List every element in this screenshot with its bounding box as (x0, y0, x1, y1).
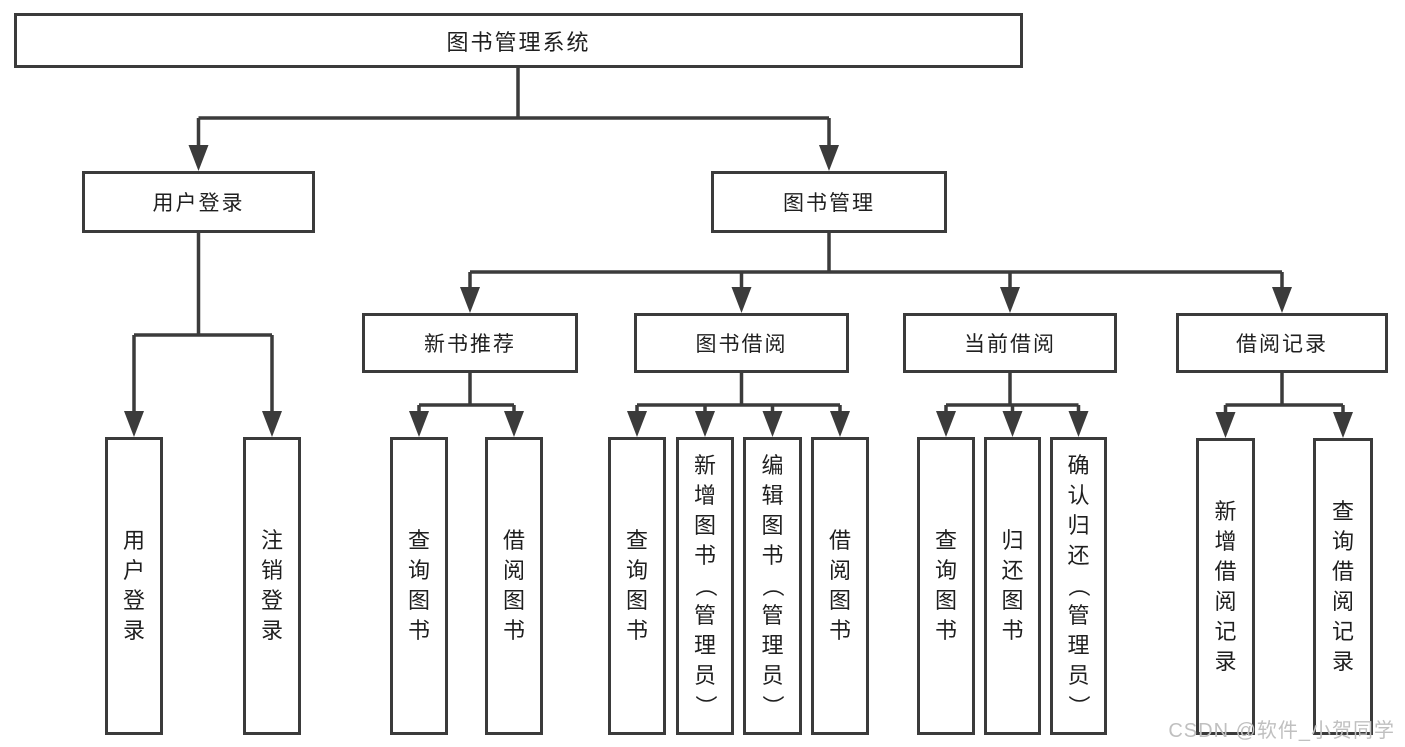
leaf-return-books: 归还图书 (984, 437, 1041, 735)
node-label: 借阅图书 (828, 528, 851, 643)
leaf-query-books-current: 查询图书 (917, 437, 975, 735)
node-current-borrowing: 当前借阅 (903, 313, 1117, 373)
leaf-query-borrow-record: 查询借阅记录 (1313, 438, 1373, 735)
leaf-logout: 注销登录 (243, 437, 301, 735)
node-label: 归还图书 (1001, 528, 1024, 643)
node-label: 图书管理 (783, 192, 875, 215)
node-book-borrowing: 图书借阅 (634, 313, 849, 373)
node-borrowing-records: 借阅记录 (1176, 313, 1388, 373)
node-library-management-system: 图书管理系统 (14, 13, 1023, 68)
node-label: 新书推荐 (424, 333, 516, 356)
node-new-book-recommendation: 新书推荐 (362, 313, 578, 373)
node-label: 查询图书 (625, 528, 648, 643)
node-label: 新增图书（管理员） (692, 453, 718, 718)
node-label: 图书借阅 (695, 333, 788, 356)
node-user-login: 用户登录 (82, 171, 315, 233)
leaf-user-login: 用户登录 (105, 437, 163, 735)
node-label: 编辑图书（管理员） (760, 453, 786, 718)
leaf-add-borrow-record: 新增借阅记录 (1196, 438, 1255, 735)
node-label: 借阅图书 (502, 528, 525, 643)
leaf-add-book-admin: 新增图书（管理员） (676, 437, 734, 735)
leaf-confirm-return-admin: 确认归还（管理员） (1050, 437, 1107, 735)
csdn-watermark: CSDN @软件_小贺同学 (1168, 720, 1395, 742)
node-label: 查询图书 (934, 528, 957, 643)
node-book-management: 图书管理 (711, 171, 947, 233)
node-label: 用户登录 (152, 192, 245, 215)
leaf-query-books-recommend: 查询图书 (390, 437, 448, 735)
leaf-borrow-books-borrowing: 借阅图书 (811, 437, 869, 735)
node-label: 查询图书 (407, 528, 430, 643)
leaf-borrow-books-recommend: 借阅图书 (485, 437, 543, 735)
node-label: 用户登录 (122, 528, 145, 643)
node-label: 注销登录 (260, 528, 283, 643)
node-label: 当前借阅 (964, 333, 1056, 356)
node-label: 图书管理系统 (446, 29, 591, 55)
node-label: 确认归还（管理员） (1066, 453, 1092, 718)
leaf-query-books-borrowing: 查询图书 (608, 437, 666, 735)
node-label: 新增借阅记录 (1214, 498, 1237, 674)
node-label: 借阅记录 (1236, 333, 1328, 356)
node-label: 查询借阅记录 (1331, 498, 1354, 674)
leaf-edit-book-admin: 编辑图书（管理员） (743, 437, 802, 735)
